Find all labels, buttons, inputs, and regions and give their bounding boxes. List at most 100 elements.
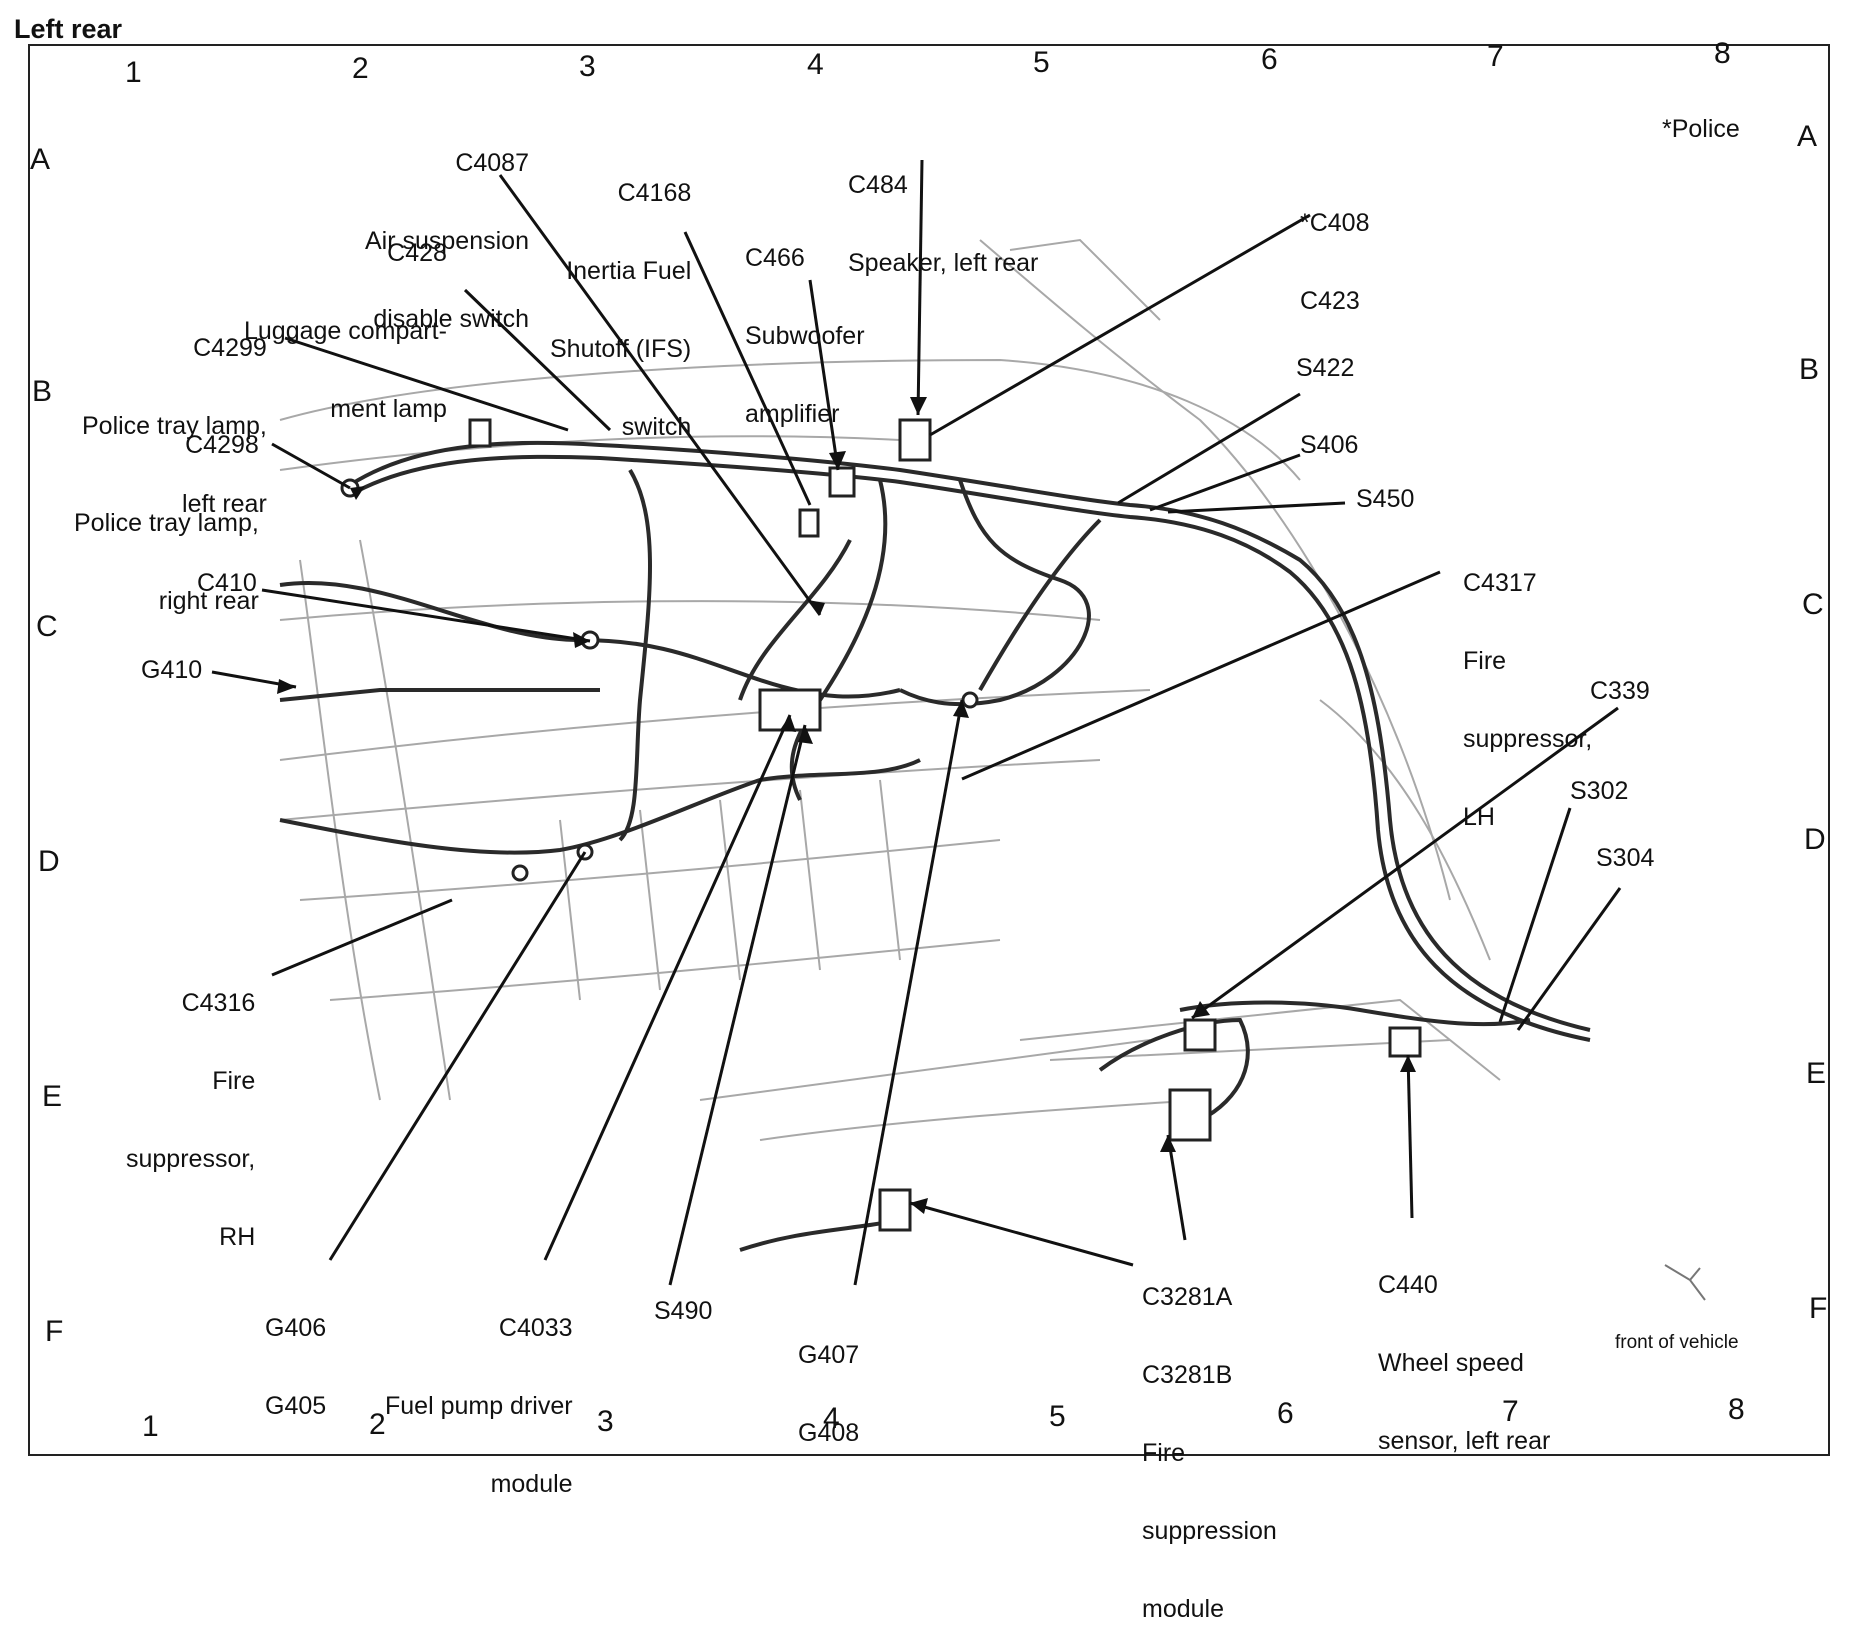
grid-col-top-1: 1 [125,56,142,89]
arrow-c440 [1400,1055,1416,1072]
callout-c4298-line: C4298 [185,431,259,459]
callout-s450: S450 [1356,485,1415,513]
callout-c4316-line: Fire [212,1067,256,1095]
grid-col-bottom-8: 8 [1728,1393,1745,1426]
callout-c4033-line: Fuel pump driver [385,1392,573,1420]
callout-s422: S422 [1296,354,1355,382]
callout-c4299-line: Police tray lamp, [82,412,267,440]
leader-s450 [1167,501,1346,514]
connector-c440 [1388,1026,1422,1058]
callout-c408-line: C423 [1300,287,1360,315]
arrow-g407 [953,700,969,718]
callout-c440: C440 Wheel speed sensor, left rear [1378,1220,1550,1480]
grid-row-left-b: B [32,375,53,408]
callout-c339: C339 [1590,677,1650,705]
grid-col-top-5: 5 [1033,46,1050,79]
callout-c4317-line: Fire [1463,647,1507,675]
connector-c4299 [468,418,492,448]
grid-col-bottom-5: 5 [1049,1400,1066,1433]
callout-c3281-line: C3281B [1142,1361,1233,1389]
grid-col-top-4: 4 [807,48,824,81]
leader-c428 [463,288,612,432]
callout-c4317-line: LH [1463,803,1495,831]
arrow-c4033 [780,715,796,732]
leader-c466 [808,279,840,471]
callout-g406-line: G405 [265,1392,327,1420]
callout-c408-line: *C408 [1300,209,1370,237]
callout-c440-line: C440 [1378,1271,1438,1299]
callout-c4087-line: disable switch [373,305,529,333]
grid-row-right-f: F [1809,1292,1828,1325]
callout-c3281-line: Fire [1142,1439,1186,1467]
grid-col-top-6: 6 [1261,43,1278,76]
callout-c4316: C4316 Fire suppressor, RH [126,938,255,1276]
grid-col-top-3: 3 [579,50,596,83]
grid-row-left-e: E [42,1080,63,1113]
arrow-c4298 [350,486,365,500]
callout-c428-line: ment lamp [330,395,447,423]
leader-g406 [328,851,587,1261]
callout-c4087: C4087 Air suspension disable switch [365,98,529,358]
callout-g406-line: G406 [265,1314,327,1342]
callout-g407-line: G407 [798,1341,860,1369]
ground-g406 [511,864,529,882]
callout-c4168-line: Shutoff (IFS) [550,335,692,363]
callout-c428: C428 Luggage compart- ment lamp [244,188,447,448]
grid-col-top-7: 7 [1487,40,1504,73]
connector-c339 [1183,1018,1217,1052]
grid-col-top-2: 2 [352,52,369,85]
callout-c4033-line: C4033 [498,1314,573,1342]
callout-s406: S406 [1300,431,1359,459]
ground-g407 [961,691,979,709]
callout-c4298-line: Police tray lamp, [74,509,259,537]
leader-c339 [1191,706,1619,1020]
callout-c4299-line: left rear [182,490,267,518]
callout-g410: G410 [141,656,203,684]
leader-s302 [1498,807,1572,1023]
grid-col-bottom-3: 3 [597,1405,614,1438]
leader-s490 [668,724,807,1286]
callout-c428-line: C428 [387,239,447,267]
leader-c4317 [961,570,1441,781]
leader-c4087 [498,174,822,616]
grid-col-bottom-1: 1 [142,1410,159,1443]
callout-c428-line: Luggage compart- [244,317,447,345]
leader-c410 [261,588,591,643]
callout-c4168-line: C4168 [617,179,692,207]
grid-row-right-d: D [1804,823,1826,856]
leader-g407 [853,699,964,1286]
arrow-c4087 [808,600,825,615]
leader-s406 [1149,453,1301,512]
callout-c4087-line: Air suspension [365,227,529,255]
callout-g406: G406 G405 [265,1263,326,1445]
callout-c4168-line: switch [621,413,692,441]
vehicle-line-art [211,159,1706,1301]
callout-c466-line: Subwoofer [745,322,865,350]
connector-s490-area [878,1188,912,1232]
grid-row-left-c: C [36,610,58,643]
callout-c4316-line: RH [219,1223,256,1251]
leader-c4299 [284,336,569,432]
callout-c440-line: sensor, left rear [1378,1427,1551,1455]
callout-c466: C466 Subwoofer amplifier [745,193,865,453]
leader-c4033 [543,714,792,1261]
grid-row-left-d: D [38,845,60,878]
arrow-s490 [798,725,813,744]
grid-col-bottom-4: 4 [823,1402,840,1435]
callout-s490: S490 [654,1297,713,1325]
leader-c3281-to-s490 [909,1201,1134,1267]
leader-c4298 [271,442,351,490]
grid-col-top-8: 8 [1714,37,1731,70]
callout-s304: S304 [1596,844,1655,872]
callout-g407: G407 G408 [798,1290,859,1472]
leader-c4168 [683,231,812,506]
orientation-arrow-icon [1664,1264,1706,1301]
connector-c466 [828,466,856,498]
grid-row-right-a: A [1797,120,1818,153]
diagram-frame [28,44,1830,1456]
leader-c3281 [1166,1134,1187,1241]
grid-row-left-a: A [30,143,51,176]
callout-c4317-line: C4317 [1463,569,1537,597]
callout-c466-line: C466 [745,244,805,272]
arrow-c339 [1192,1001,1210,1018]
